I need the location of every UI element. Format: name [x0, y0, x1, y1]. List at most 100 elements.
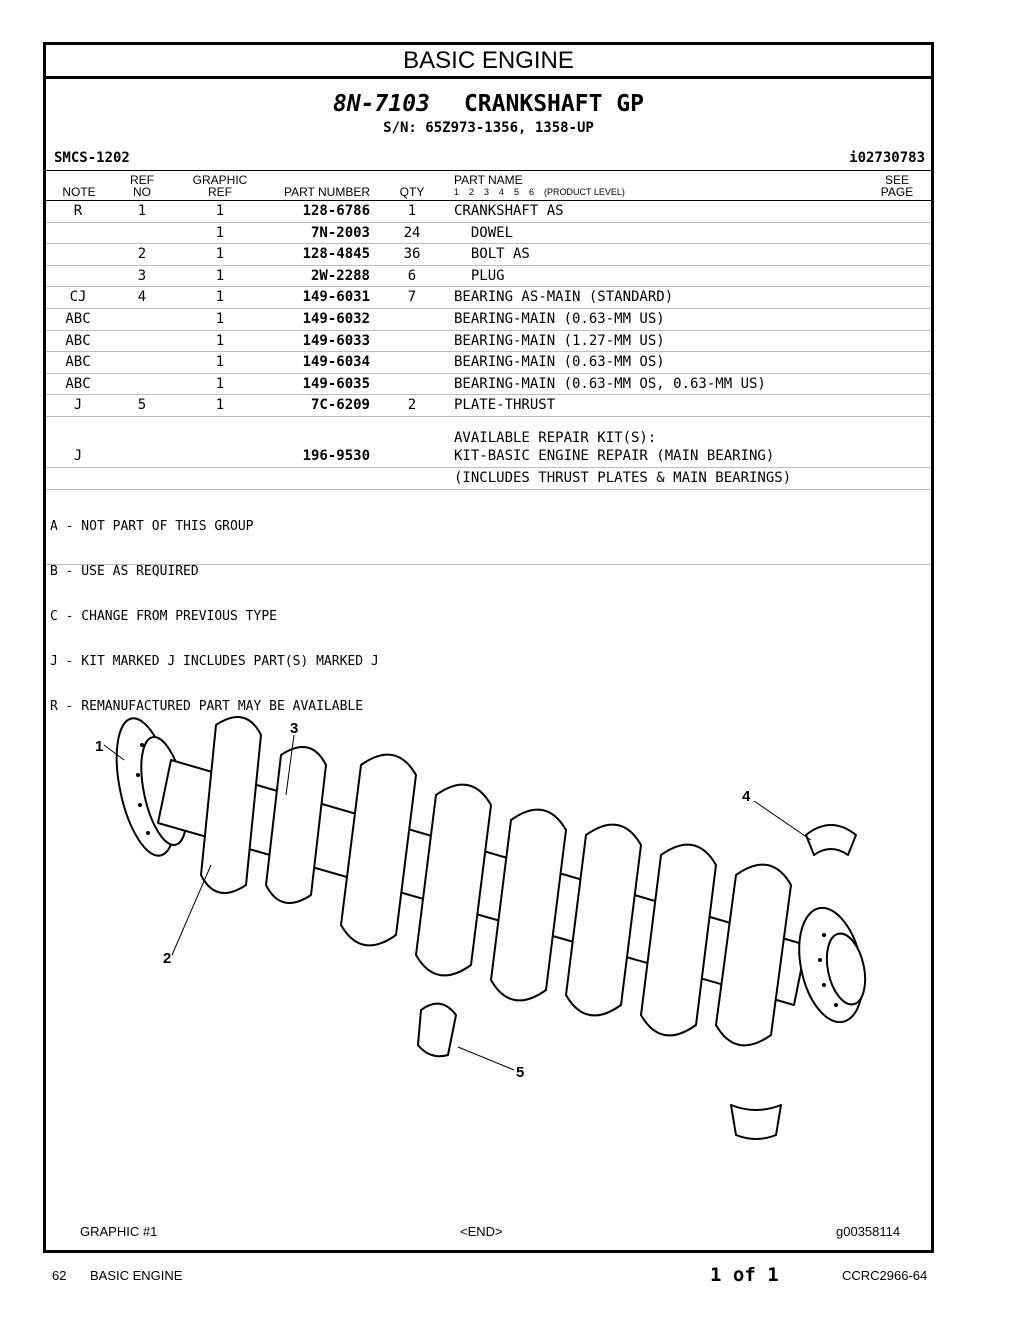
row-graphic-ref: 1 — [215, 332, 225, 349]
kit-row: J 196-9530 KIT-BASIC ENGINE REPAIR (MAIN… — [46, 446, 931, 467]
row-note: R — [73, 203, 83, 219]
callout-3: 3 — [290, 720, 298, 737]
row-graphic-ref: 1 — [215, 289, 225, 306]
row-divider — [46, 564, 931, 565]
row-part-number: 128-4845 — [302, 246, 370, 263]
row-part-name: PLUG — [454, 267, 505, 284]
row-divider — [46, 372, 931, 374]
row-graphic-ref: 1 — [215, 246, 225, 263]
crank-web — [415, 783, 492, 977]
row-qty: 7 — [407, 289, 417, 306]
col-graphic-header-bottom: REF — [208, 185, 232, 199]
row-ref-no: 4 — [137, 289, 147, 306]
kit-note: J — [73, 448, 83, 464]
row-part-number: 2W-2288 — [310, 267, 370, 284]
row-graphic-ref: 1 — [215, 311, 225, 327]
crank-web — [340, 753, 417, 947]
row-divider — [46, 351, 931, 353]
note-line: R - REMANUFACTURED PART MAY BE AVAILABLE — [50, 699, 364, 714]
row-note: ABC — [65, 375, 91, 392]
row-part-name: BEARING AS-MAIN (STANDARD) — [454, 289, 674, 306]
callout-5: 5 — [516, 1064, 524, 1081]
row-part-number: 149-6034 — [302, 354, 370, 371]
crank-web — [640, 843, 717, 1037]
kit-part-number: 196-9530 — [302, 448, 370, 464]
col-qty-header: QTY — [399, 185, 425, 199]
row-note: J — [73, 397, 83, 414]
col-part-number-header: PART NUMBER — [283, 185, 370, 199]
serial-range: S/N: 65Z973-1356, 1358-UP — [383, 120, 594, 136]
crank-web — [490, 808, 567, 1002]
row-part-name: PLATE-THRUST — [454, 397, 556, 414]
notes-legend: A - NOT PART OF THIS GROUP B - USE AS RE… — [50, 489, 379, 744]
row-part-number: 149-6032 — [302, 311, 370, 327]
row-divider — [46, 264, 931, 266]
page-count: 1 of 1 — [710, 1264, 779, 1286]
note-line: A - NOT PART OF THIS GROUP — [50, 519, 254, 534]
row-part-number: 149-6031 — [302, 289, 370, 306]
page-number: 62 — [52, 1268, 67, 1283]
row-note: ABC — [65, 332, 91, 349]
row-part-name: BEARING-MAIN (0.63-MM OS, 0.63-MM US) — [454, 375, 766, 392]
row-divider — [46, 243, 931, 245]
row-part-number: 7N-2003 — [310, 224, 370, 241]
row-ref-no: 1 — [137, 203, 147, 219]
end-marker: <END> — [460, 1224, 503, 1239]
row-divider — [46, 221, 931, 223]
row-note: ABC — [65, 311, 91, 327]
row-note: CJ — [69, 289, 87, 306]
section-title: BASIC ENGINE — [46, 45, 931, 79]
crank-web — [200, 716, 262, 894]
row-part-name: BEARING-MAIN (0.63-MM US) — [454, 311, 665, 327]
table-row: R 1 1 128-6786 1 CRANKSHAFT AS — [46, 201, 931, 222]
kit-heading-row: AVAILABLE REPAIR KIT(S): — [46, 428, 931, 449]
smcs-code: SMCS-1202 — [54, 150, 130, 166]
group-part-number: 8N-7103 — [333, 91, 430, 117]
row-note: ABC — [65, 354, 91, 371]
row-ref-no: 3 — [137, 267, 147, 284]
callout-1: 1 — [95, 738, 103, 755]
row-part-name: DOWEL — [454, 224, 514, 241]
row-divider — [46, 308, 931, 309]
col-ref-header-top: REF — [130, 173, 154, 187]
row-ref-no: 2 — [137, 246, 147, 263]
crank-web — [265, 746, 327, 904]
row-qty: 24 — [403, 224, 421, 241]
row-divider — [46, 200, 931, 201]
col-part-name-header: PART NAME — [454, 173, 523, 187]
row-ref-no: 5 — [137, 397, 147, 414]
row-divider — [46, 467, 931, 468]
row-part-name: CRANKSHAFT AS — [454, 203, 564, 219]
row-part-number: 149-6033 — [302, 332, 370, 349]
row-qty: 36 — [403, 246, 421, 263]
row-qty: 1 — [407, 203, 417, 219]
crankshaft-illustration: 1 3 2 4 5 — [95, 716, 867, 1140]
header-divider — [46, 170, 931, 171]
graphic-label: GRAPHIC #1 — [80, 1224, 158, 1239]
row-divider — [46, 489, 931, 490]
row-part-number: 128-6786 — [302, 203, 370, 219]
thrust-plate — [417, 1002, 457, 1058]
row-qty: 6 — [407, 267, 417, 284]
row-graphic-ref: 1 — [215, 203, 225, 219]
kit-heading: AVAILABLE REPAIR KIT(S): — [454, 430, 657, 446]
main-bearing-upper — [805, 824, 857, 856]
row-part-name: BEARING-MAIN (0.63-MM OS) — [454, 354, 665, 371]
note-line: C - CHANGE FROM PREVIOUS TYPE — [50, 609, 277, 624]
table-row: 1 7N-2003 24 DOWEL — [46, 223, 931, 244]
note-line: B - USE AS REQUIRED — [50, 564, 199, 579]
row-divider — [46, 329, 931, 331]
row-graphic-ref: 1 — [215, 224, 225, 241]
row-part-number: 7C-6209 — [310, 397, 370, 414]
table-row: CJ 4 1 149-6031 7 BEARING AS-MAIN (STANDARD) — [46, 287, 931, 308]
table-row: ABC 1 149-6032 BEARING-MAIN (0.63-MM US) — [46, 309, 931, 330]
row-graphic-ref: 1 — [215, 375, 225, 392]
col-product-level-header: 1 2 3 4 5 6 (PRODUCT LEVEL) — [454, 187, 625, 197]
